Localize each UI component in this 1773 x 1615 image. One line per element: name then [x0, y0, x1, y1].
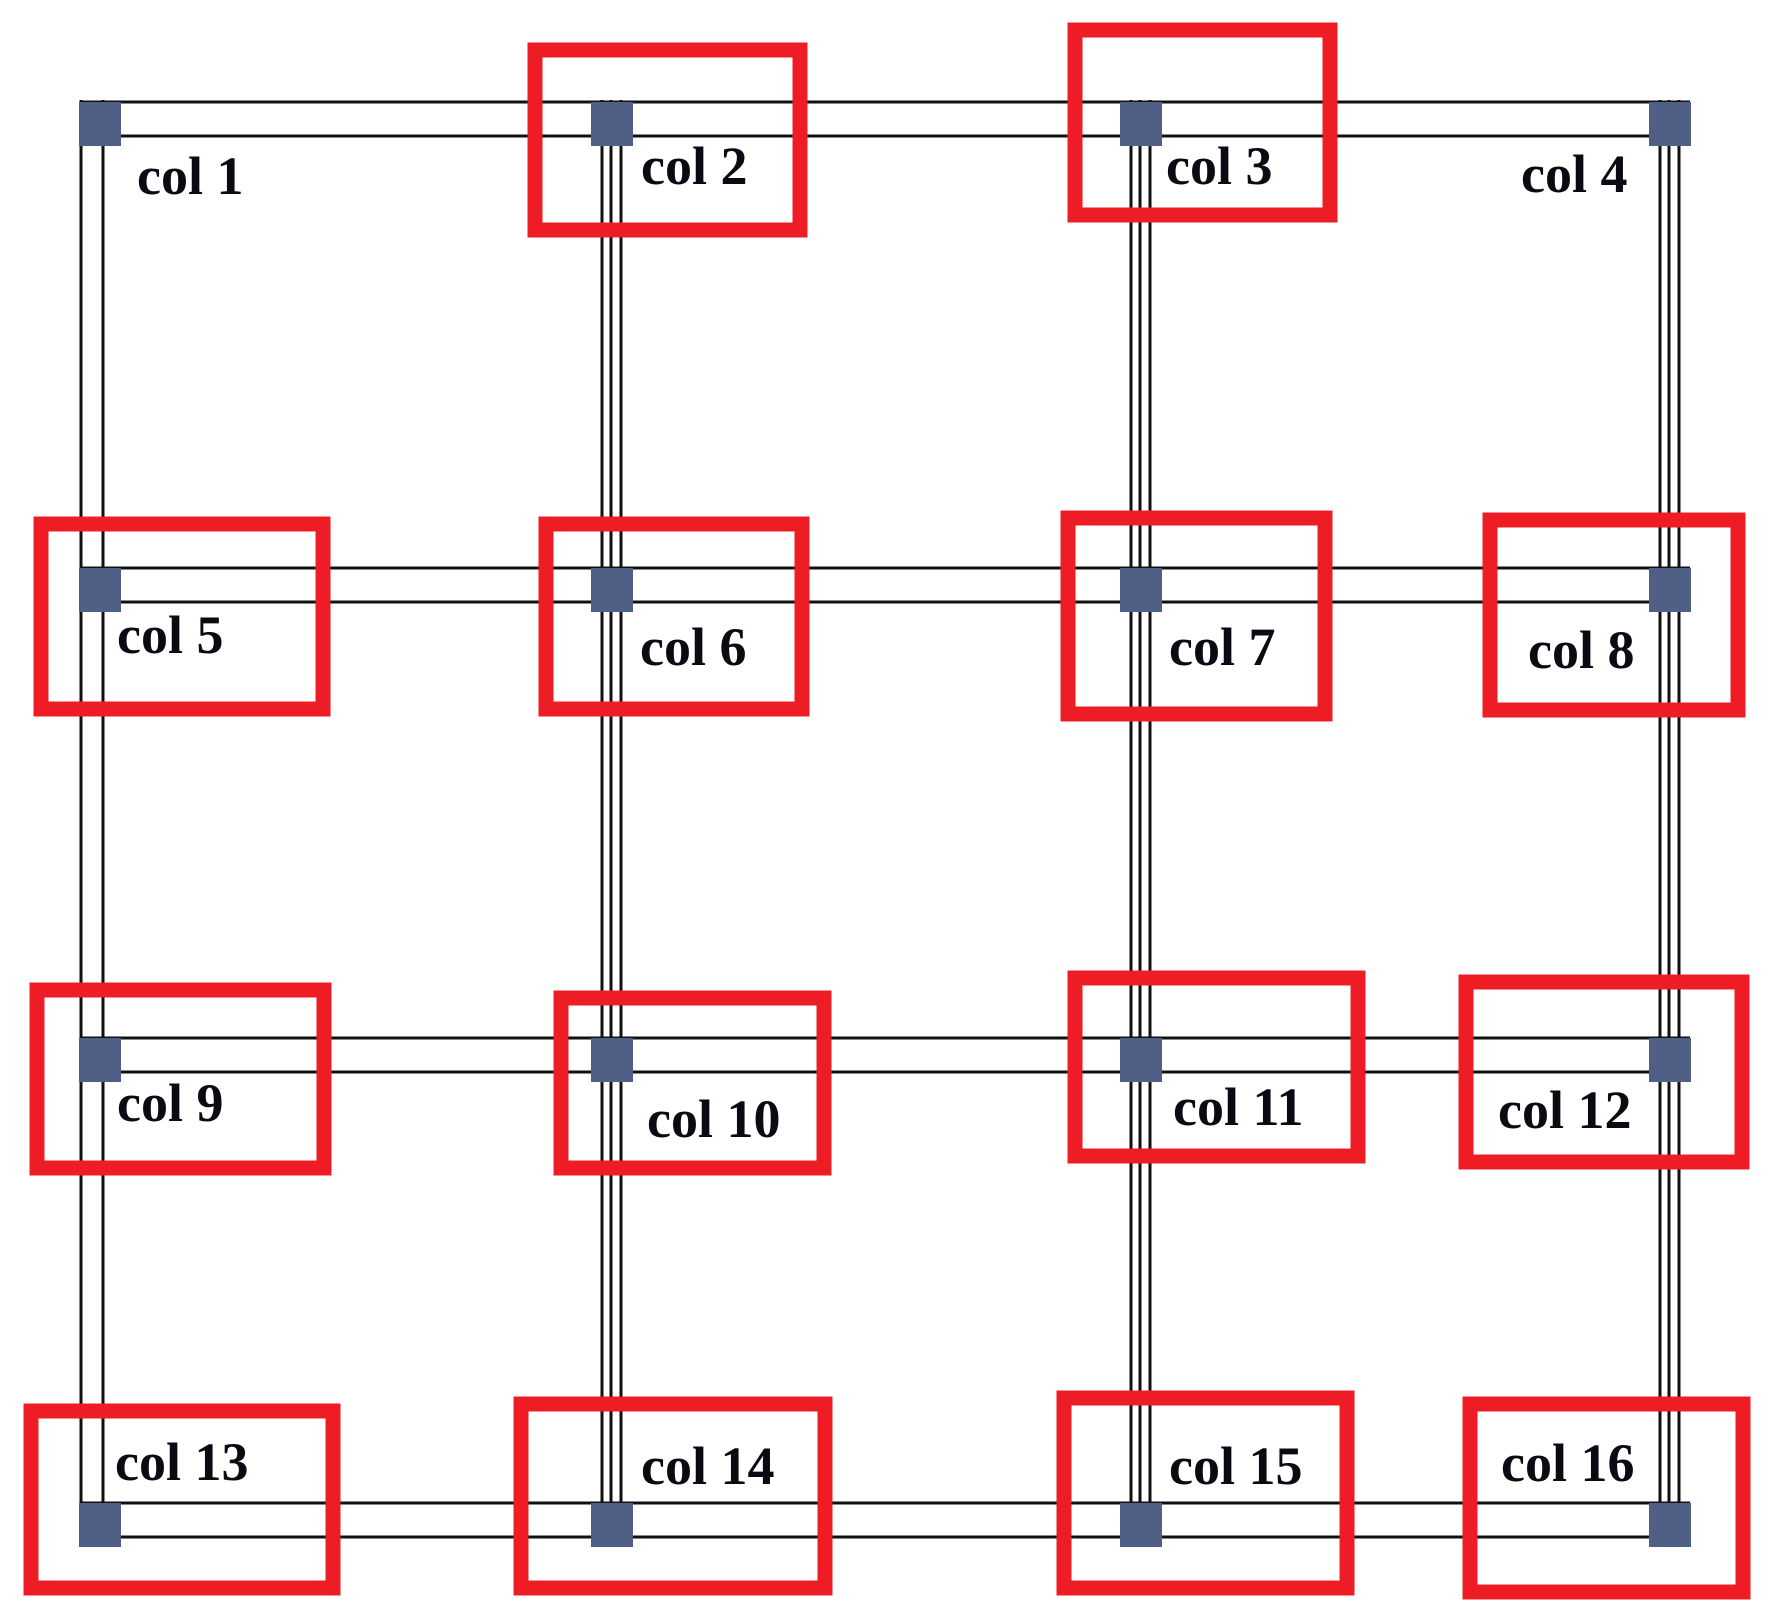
column-marker-8 [1649, 568, 1691, 612]
highlight-box-col-9 [29, 982, 332, 1176]
column-marker-16 [1649, 1503, 1691, 1547]
column-marker-9 [79, 1038, 121, 1082]
col-7-label: col 7 [1169, 617, 1275, 677]
column-marker-11 [1120, 1038, 1162, 1082]
column-marker-14 [591, 1503, 633, 1547]
column-marker-5 [79, 568, 121, 612]
column-marker-2 [591, 102, 633, 146]
beam-lines [79, 100, 1690, 1545]
col-16-label: col 16 [1501, 1433, 1634, 1493]
column-marker-15 [1120, 1503, 1162, 1547]
highlight-boxes [23, 22, 1751, 1600]
col-1-label: col 1 [137, 146, 243, 206]
highlight-box-col-6 [538, 516, 810, 717]
col-11-label: col 11 [1173, 1077, 1304, 1137]
column-marker-12 [1649, 1038, 1691, 1082]
column-marker-10 [591, 1038, 633, 1082]
col-14-label: col 14 [641, 1436, 774, 1496]
highlight-box-col-2 [527, 42, 808, 238]
column-marker-6 [591, 568, 633, 612]
highlight-box-col-13 [23, 1403, 341, 1596]
highlight-box-col-7 [1060, 510, 1333, 722]
column-markers [79, 102, 1691, 1547]
column-marker-13 [79, 1503, 121, 1547]
col-10-label: col 10 [647, 1089, 780, 1149]
col-6-label: col 6 [640, 617, 746, 677]
col-3-label: col 3 [1166, 136, 1272, 196]
col-2-label: col 2 [641, 136, 747, 196]
col-12-label: col 12 [1498, 1080, 1631, 1140]
highlight-box-col-15 [1056, 1390, 1355, 1596]
column-marker-1 [79, 102, 121, 146]
column-marker-7 [1120, 568, 1162, 612]
column-marker-4 [1649, 102, 1691, 146]
col-9-label: col 9 [117, 1073, 223, 1133]
column-marker-3 [1120, 102, 1162, 146]
col-5-label: col 5 [117, 605, 223, 665]
col-4-label: col 4 [1521, 144, 1627, 204]
col-15-label: col 15 [1169, 1436, 1302, 1496]
highlight-box-col-3 [1067, 22, 1338, 223]
highlight-box-col-11 [1067, 970, 1366, 1164]
column-labels: col 1 col 2 col 3 col 4 col 5 col 6 col … [115, 136, 1634, 1496]
highlight-box-col-16 [1462, 1396, 1751, 1600]
col-13-label: col 13 [115, 1432, 248, 1492]
highlight-box-col-5 [33, 516, 331, 717]
highlight-box-col-8 [1482, 512, 1746, 718]
highlight-box-col-14 [513, 1396, 833, 1596]
col-8-label: col 8 [1528, 620, 1634, 680]
highlight-box-col-10 [553, 990, 832, 1176]
highlight-box-col-12 [1458, 974, 1750, 1170]
